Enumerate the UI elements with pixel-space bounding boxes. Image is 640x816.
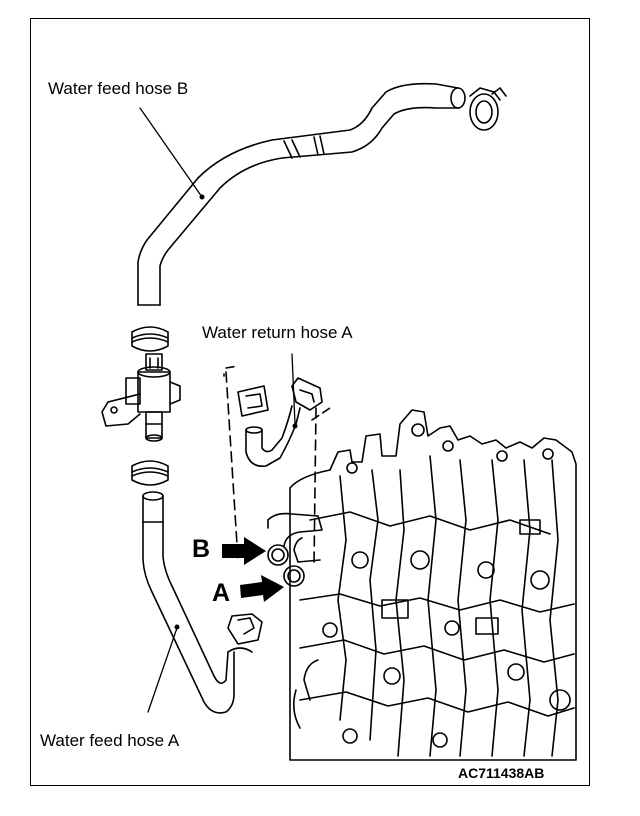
clip-upper	[131, 326, 169, 352]
marker-a: A	[212, 579, 231, 607]
arrow-a-icon	[240, 575, 284, 602]
label-water-feed-hose-b: Water feed hose B	[48, 79, 189, 98]
hose-a-clip	[227, 613, 263, 645]
clip-lower	[131, 460, 169, 486]
figure-code: AC711438AB	[458, 765, 545, 781]
leader-feed-hose-b	[139, 107, 203, 198]
figure-frame	[30, 18, 590, 786]
leader-feed-hose-a	[147, 627, 178, 713]
leader-return-hose-a	[291, 353, 296, 425]
water-return-hose-a	[223, 365, 331, 567]
water-feed-hose-b	[137, 82, 466, 306]
marker-b: B	[192, 535, 211, 563]
engine-block	[267, 409, 577, 761]
leader-lines	[139, 107, 296, 713]
label-water-return-hose-a: Water return hose A	[202, 323, 353, 342]
hose-b-clip	[469, 87, 507, 131]
label-water-feed-hose-a: Water feed hose A	[40, 731, 180, 750]
water-valve	[101, 353, 181, 442]
water-feed-hose-a	[142, 491, 253, 714]
arrow-b-icon	[222, 537, 266, 565]
